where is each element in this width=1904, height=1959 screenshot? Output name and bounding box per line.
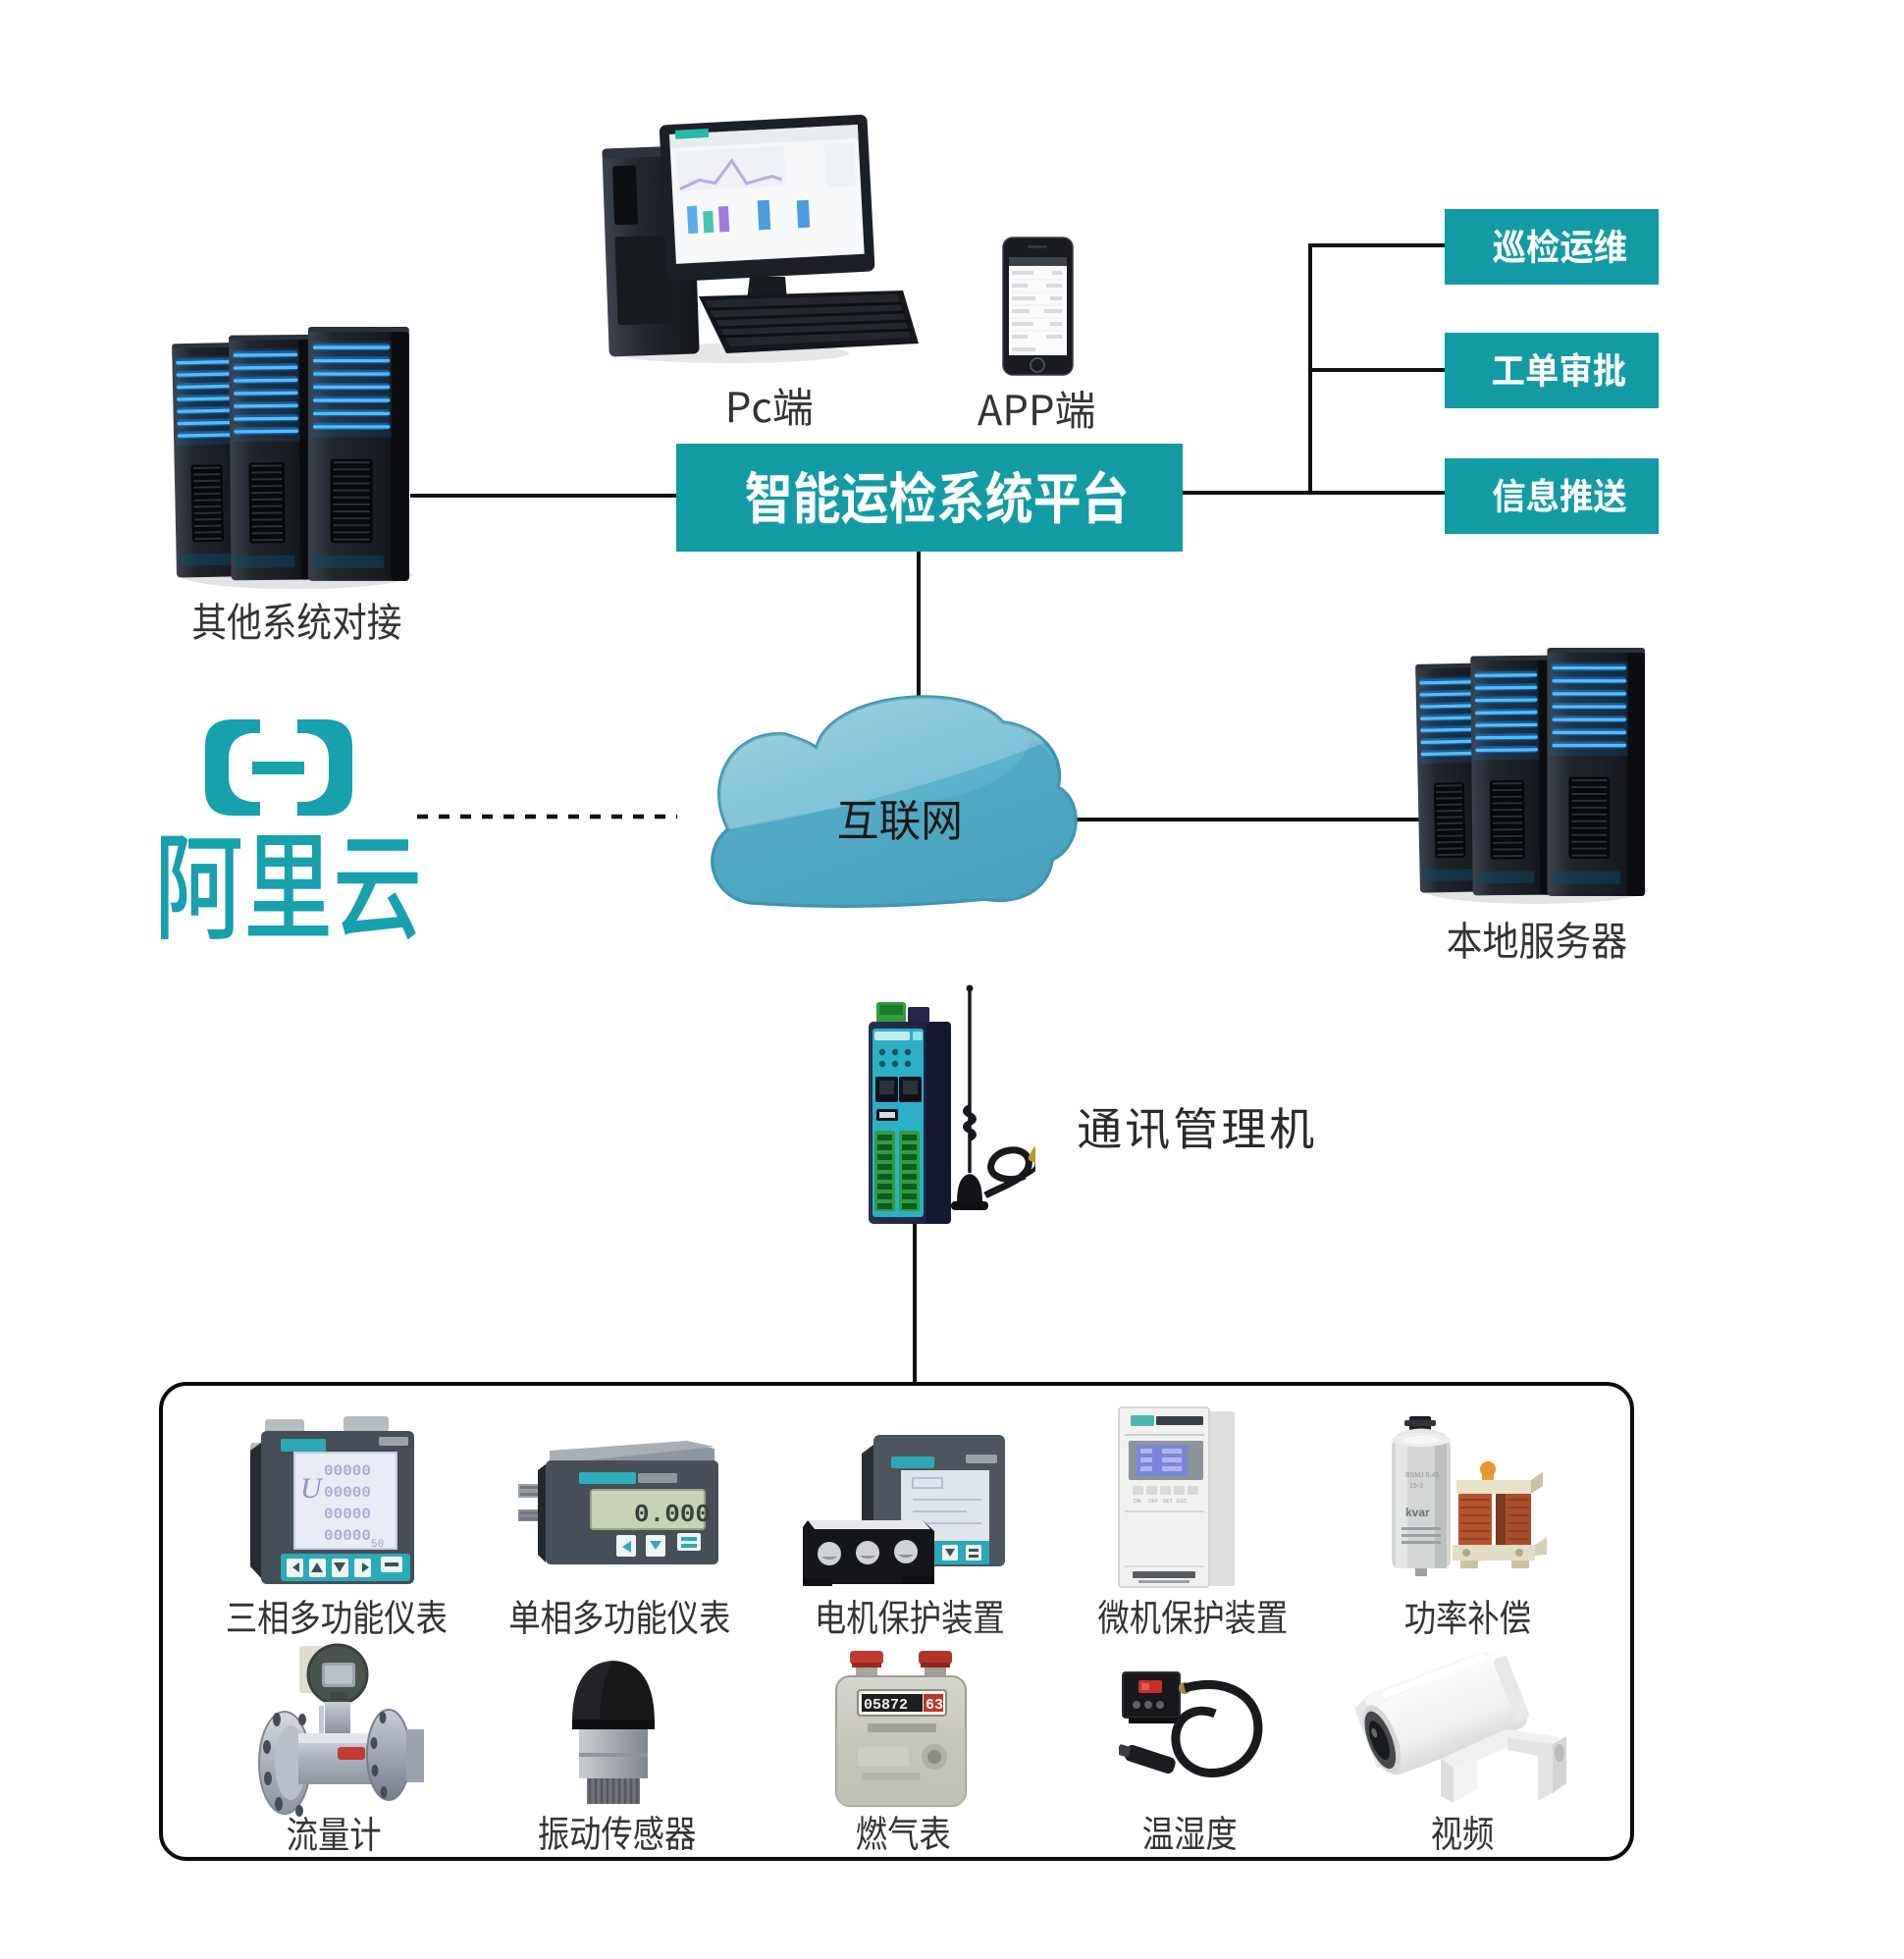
svg-text:0.000: 0.000 xyxy=(634,1500,711,1529)
svg-text:00000: 00000 xyxy=(324,1527,371,1545)
svg-text:ON: ON xyxy=(1134,1499,1141,1505)
svg-text:OFF: OFF xyxy=(1148,1499,1158,1505)
svg-text:63: 63 xyxy=(926,1697,943,1714)
svg-text:00000: 00000 xyxy=(324,1484,371,1502)
svg-text:BSMJ 0.45: BSMJ 0.45 xyxy=(1405,1472,1439,1479)
svg-text:SET: SET xyxy=(1163,1499,1173,1505)
svg-text:ESC: ESC xyxy=(1177,1499,1188,1505)
svg-text:00000: 00000 xyxy=(324,1462,371,1480)
svg-text:05872: 05872 xyxy=(864,1697,908,1714)
svg-text:50: 50 xyxy=(371,1539,384,1551)
svg-text:kvar: kvar xyxy=(1405,1506,1430,1519)
svg-text:U: U xyxy=(300,1472,324,1505)
svg-text:00000: 00000 xyxy=(324,1506,371,1523)
svg-text:15-3: 15-3 xyxy=(1409,1483,1423,1490)
